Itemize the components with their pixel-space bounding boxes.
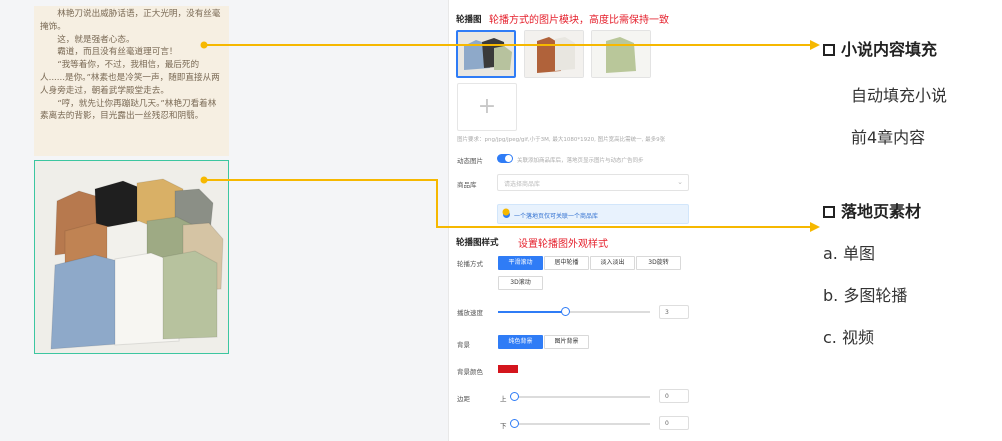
add-image-button[interactable]: +: [457, 83, 517, 131]
bg-option-solid[interactable]: 纯色背景: [498, 335, 543, 349]
mode-option-smooth[interactable]: 平滑滚动: [498, 256, 543, 270]
novel-paragraph: 霸道，而且没有丝毫道理可言！: [57, 47, 178, 58]
slider-handle[interactable]: [510, 419, 519, 428]
novel-paragraph: “我等着你，不过，我相信，最后死的人......是你。”林素也是冷笑一声，随即直…: [40, 60, 220, 96]
play-speed-input[interactable]: 3: [659, 305, 689, 319]
slider-handle[interactable]: [561, 307, 571, 316]
dynamic-image-hint: 关联添加商品库后，落地页显示图片与动态广告同步: [517, 158, 644, 164]
annotation-landing-title: 落地页素材: [823, 198, 921, 222]
clothes-photo: [35, 161, 228, 353]
dynamic-image-toggle[interactable]: [497, 154, 513, 163]
novel-content: 林艳刀说出威胁话语，正大光明，没有丝毫掩饰。 这，就是强者心态。 霸道，而且没有…: [34, 6, 229, 156]
image-requirement-hint: 图片要求：png/jpg/jpeg/gif,小于3M, 最大1080*1920,…: [457, 137, 666, 143]
margin-label: 边距: [457, 395, 470, 403]
annotation-item-video: c. 视频: [823, 328, 874, 347]
mode-option-fade[interactable]: 淡入淡出: [590, 256, 635, 270]
annotation-novel-title: 小说内容填充: [823, 36, 937, 60]
background-color-swatch[interactable]: [498, 365, 518, 373]
novel-paragraph: “哼，就先让你再蹦跶几天。”林艳刀看着林素离去的背影，目光露出一丝残忍和阴翳。: [40, 98, 217, 122]
carousel-section-label: 轮播图: [456, 15, 482, 25]
margin-top-slider[interactable]: [512, 396, 650, 398]
margin-bottom-slider[interactable]: [512, 423, 650, 425]
checkbox-square-icon: [823, 206, 835, 218]
carousel-requirement-note: 轮播方式的图片模块，高度比需保持一致: [489, 15, 669, 26]
annotation-novel-line1: 自动填充小说: [851, 86, 948, 105]
checkbox-square-icon: [823, 44, 835, 56]
mode-option-3d-rotate[interactable]: 3D旋转: [636, 256, 681, 270]
connector-dot: [502, 208, 510, 216]
carousel-mode-label: 轮播方式: [457, 260, 483, 268]
connector-dot: [200, 41, 208, 49]
landing-image-preview[interactable]: [34, 160, 229, 354]
slider-handle[interactable]: [510, 392, 519, 401]
carousel-thumbnail-3[interactable]: [591, 30, 651, 78]
product-library-select[interactable]: 请选择商品库 ⌄: [497, 174, 689, 191]
margin-bottom-input[interactable]: 0: [659, 416, 689, 430]
novel-paragraph: 这，就是强者心态。: [57, 34, 135, 45]
margin-top-input[interactable]: 0: [659, 389, 689, 403]
margin-top-label: 上: [500, 395, 507, 403]
arrow-head-icon: [810, 222, 820, 232]
slider-fill: [498, 311, 567, 313]
connector-landing: [204, 179, 810, 228]
annotation-item-single: a. 单图: [823, 244, 875, 263]
mode-option-3d-scroll[interactable]: 3D滚动: [498, 276, 543, 290]
background-color-label: 背景颜色: [457, 368, 483, 376]
margin-bottom-label: 下: [500, 422, 507, 430]
carousel-style-label: 轮播图样式: [456, 238, 499, 248]
annotation-item-carousel: b. 多图轮播: [823, 286, 908, 305]
select-placeholder: 请选择商品库: [504, 181, 541, 188]
background-label: 背景: [457, 341, 470, 349]
carousel-style-note: 设置轮播图外观样式: [518, 239, 608, 250]
connector-dot: [200, 176, 208, 184]
info-text: 一个落地页仅可关联一个商品库: [514, 213, 599, 220]
annotation-novel-line2: 前4章内容: [851, 128, 926, 147]
phone-preview: 林艳刀说出威胁话语，正大光明，没有丝毫掩饰。 这，就是强者心态。 霸道，而且没有…: [0, 0, 448, 441]
chevron-down-icon: ⌄: [677, 178, 683, 186]
arrow-head-icon: [810, 40, 820, 50]
mode-option-center[interactable]: 居中轮播: [544, 256, 589, 270]
dynamic-image-label: 动态图片: [457, 157, 483, 165]
play-speed-label: 播放速度: [457, 309, 483, 317]
bg-option-image[interactable]: 图片背景: [544, 335, 589, 349]
novel-paragraph: 林艳刀说出威胁话语，正大光明，没有丝毫掩饰。: [40, 9, 221, 32]
product-library-label: 商品库: [457, 181, 477, 189]
play-speed-slider[interactable]: [498, 311, 650, 313]
